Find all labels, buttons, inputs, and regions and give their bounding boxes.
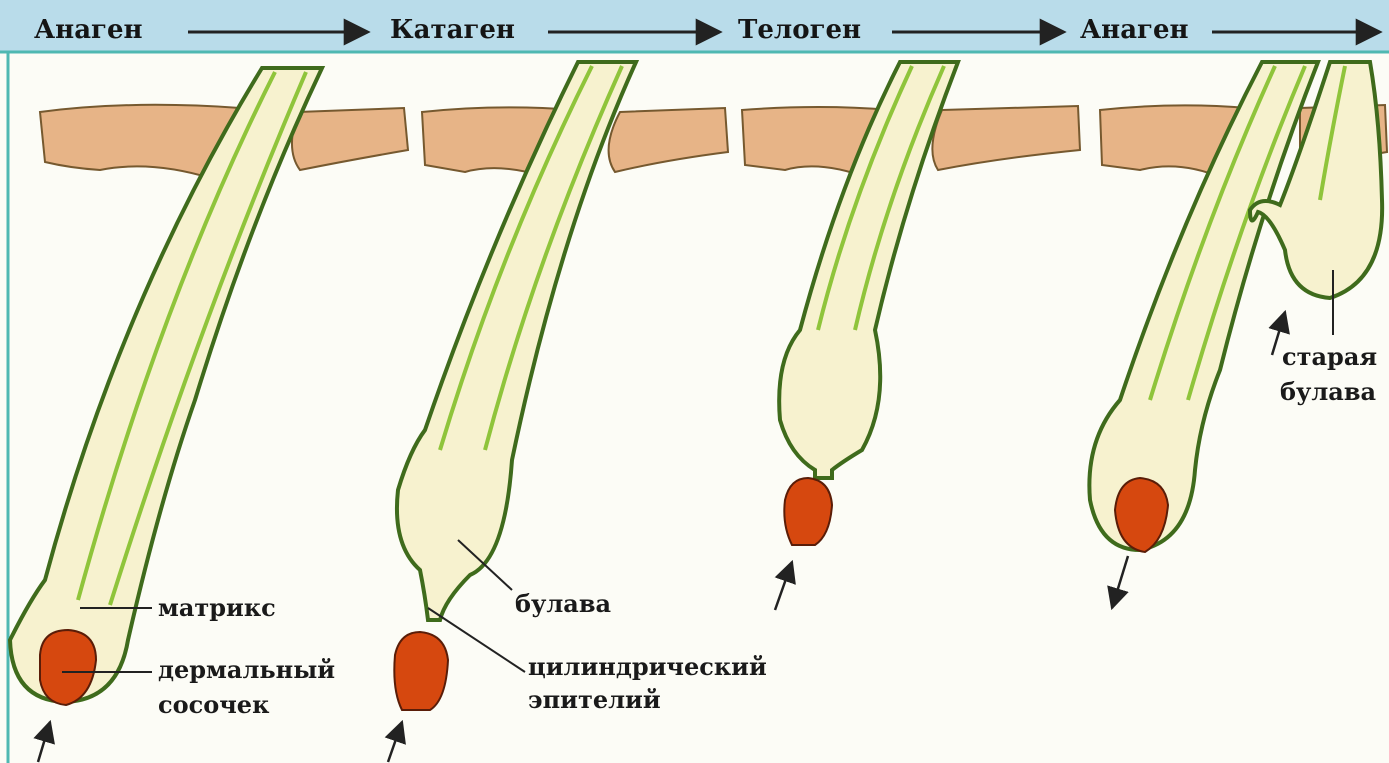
stage-label-anagen-2: Анаген <box>1080 15 1189 45</box>
label-papilla-line2: сосочек <box>158 690 270 719</box>
label-matrix: матрикс <box>158 593 276 622</box>
label-old-club-line1: старая <box>1282 342 1377 371</box>
stage-label-catagen: Катаген <box>390 15 515 45</box>
dermal-papilla-catagen <box>394 632 448 710</box>
dermal-papilla-telogen <box>784 478 832 545</box>
label-epithelium-line2: эпителий <box>528 685 661 714</box>
label-old-club-line2: булава <box>1280 377 1376 406</box>
label-epithelium-line1: цилиндрический <box>528 652 767 681</box>
label-papilla-line1: дермальный <box>158 655 335 684</box>
stage-label-anagen-1: Анаген <box>34 15 143 45</box>
stage-label-telogen: Телоген <box>738 15 861 45</box>
label-club: булава <box>515 589 611 618</box>
